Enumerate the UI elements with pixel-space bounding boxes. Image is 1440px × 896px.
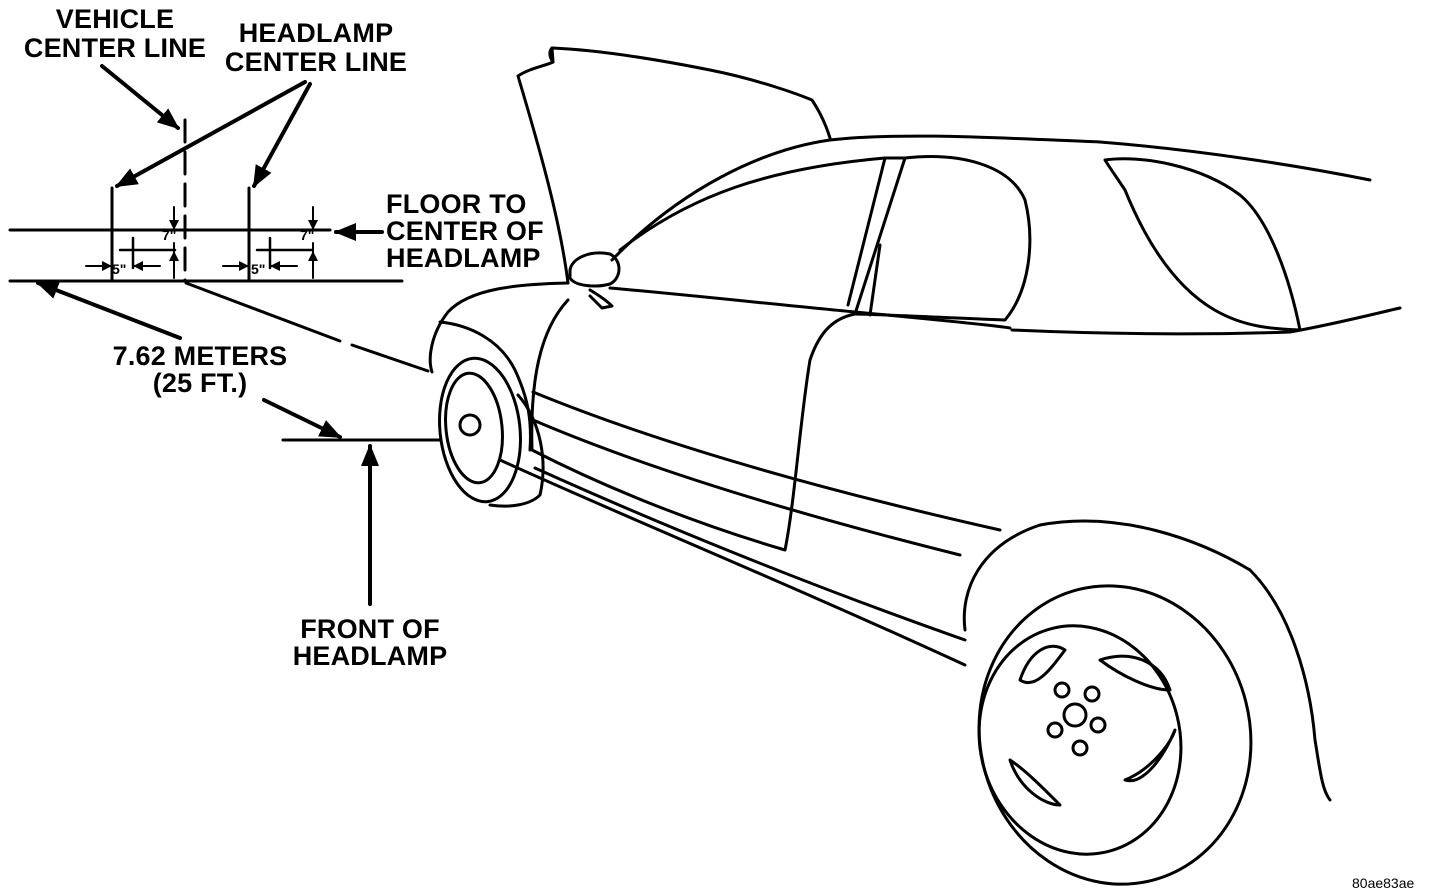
headlamp-center-line-label: HEADLAMP CENTER LINE: [224, 18, 408, 77]
rear-fender: [962, 519, 1252, 632]
b-pillar: [868, 156, 907, 317]
open-hood: [516, 46, 832, 285]
rear-wheel-rim: [977, 624, 1183, 856]
front-fender: [428, 281, 570, 374]
vehicle-center-line-arrow: [100, 64, 180, 130]
distance-line: [184, 281, 342, 343]
headlamp-center-line-arrow-left: [115, 80, 307, 188]
distance-arrow-headlamp: [262, 398, 342, 439]
leader-arrows: [36, 64, 384, 606]
front-wheel: [438, 356, 522, 504]
front-window: [618, 156, 887, 307]
front-of-headlamp-label: FRONT OF HEADLAMP: [292, 614, 448, 671]
rear-quarter-window: [1103, 157, 1302, 332]
car-illustration: [428, 46, 1402, 886]
roof-line: [610, 134, 1372, 262]
rocker-panel: [498, 458, 967, 667]
dim-5-left: 5": [112, 261, 126, 277]
rear-wheel: [977, 584, 1253, 886]
distance-arrow-floor: [36, 281, 182, 340]
side-mirror: [568, 251, 621, 288]
aiming-screen: [8, 118, 404, 283]
floor-to-center-label: FLOOR TO CENTER OF HEADLAMP: [386, 189, 544, 273]
front-wheel-inner: [444, 371, 504, 485]
dim-5-right: 5": [251, 261, 265, 277]
dim-7-right: 7": [300, 227, 314, 243]
distance-label: 7.62 METERS (25 FT.): [112, 341, 288, 398]
rear-door-window: [853, 155, 1032, 322]
distance-line-dash: [350, 343, 430, 373]
headlamp-center-line-arrow-right: [252, 82, 312, 188]
vehicle-center-line-label: VEHICLE CENTER LINE: [23, 4, 207, 63]
dim-7-left: 7": [162, 227, 176, 243]
figure-id: 80ae83ae: [1352, 875, 1415, 891]
